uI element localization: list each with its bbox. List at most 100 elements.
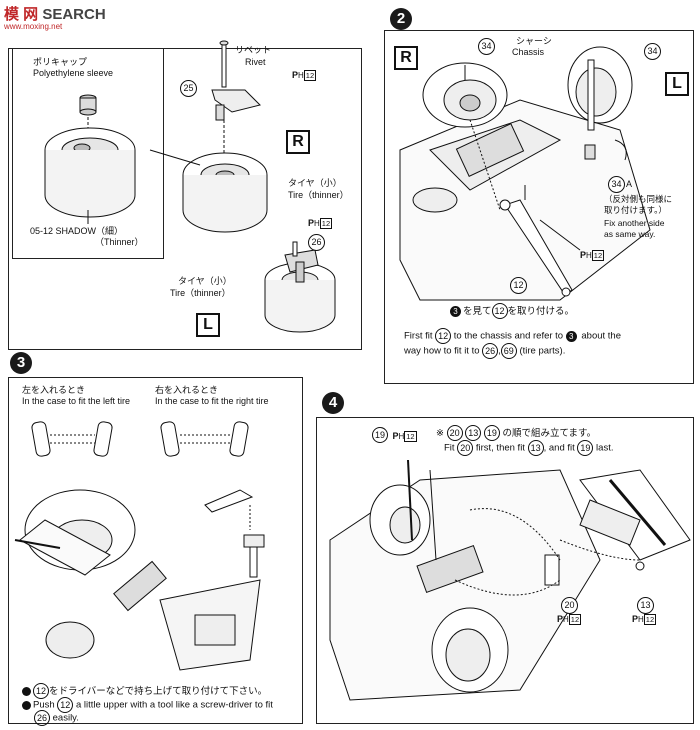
- ph-letter: P: [632, 614, 639, 624]
- part-34-marker-b: 34: [644, 43, 661, 60]
- side-marker-r-2: R: [394, 46, 418, 70]
- polycap-label-jp: ポリキャップ: [33, 57, 88, 67]
- bullet-dot-2: [22, 700, 31, 710]
- logo-text-cn: 模 网: [4, 6, 39, 23]
- ph-num: 12: [568, 614, 582, 625]
- part-12-inline-4: 12: [57, 697, 74, 713]
- instruction-en-line1: First fit 12 to the chassis and refer to…: [404, 328, 621, 344]
- part-34-marker-c: 34: [608, 176, 625, 193]
- chassis-label-en: Chassis: [512, 47, 545, 57]
- step-number-4: 4: [322, 392, 344, 414]
- part-12-marker: 12: [510, 277, 527, 294]
- right-case-jp: 右を入れるとき: [155, 385, 219, 395]
- part-13-marker: 13: [637, 597, 654, 614]
- en-a: Fit: [444, 442, 455, 454]
- side-marker-l: L: [196, 313, 220, 337]
- site-url: www.moxing.net: [4, 22, 63, 31]
- part-12-inline-2: 12: [435, 328, 452, 344]
- jp-instr-b: を取り付ける。: [507, 306, 575, 317]
- part-25-marker: 25: [180, 80, 197, 97]
- left-case-jp: 左を入れるとき: [22, 385, 86, 395]
- chassis-label-jp: シャーシ: [516, 36, 552, 46]
- panel3-note-en: Push 12 a little upper with a tool like …: [22, 697, 273, 713]
- en-d: last.: [596, 442, 614, 454]
- en-instr-2b: ,: [498, 345, 501, 357]
- part-26-inline: 26: [482, 343, 499, 359]
- part-19-inline-2: 19: [577, 440, 594, 456]
- step-number-3: 3: [10, 352, 32, 374]
- part-12-inline-3: 12: [33, 683, 49, 700]
- jp-instr-a: を見て: [463, 306, 492, 317]
- ph-num: 12: [319, 218, 333, 229]
- note-en-b: a little upper with a tool like a screw-…: [75, 699, 273, 711]
- tire-thinner-label: Tire（thinner）: [288, 190, 349, 200]
- ph-h: H: [638, 615, 644, 624]
- ph-h: H: [298, 71, 304, 80]
- jp-order-text: の順で組み立てます。: [502, 428, 597, 439]
- note-jp-line2: 取り付けます。）: [604, 205, 667, 215]
- part-34-marker-a: 34: [478, 38, 495, 55]
- tire-small-label-jp: タイヤ（小）: [288, 178, 342, 188]
- side-marker-l-2: L: [665, 72, 689, 96]
- ph-num: 12: [643, 614, 657, 625]
- ph-letter: P: [392, 431, 399, 441]
- panel4-order-en: Fit 20 first, then fit 13, and fit 19 la…: [444, 440, 613, 456]
- note-jp-text: をドライバーなどで持ち上げて取り付けて下さい。: [49, 686, 268, 697]
- shadow-label: 05-12 SHADOW（細）: [30, 226, 124, 236]
- tire-thinner-label-2: Tire（thinner）: [170, 288, 231, 298]
- ph-letter: P: [308, 218, 315, 228]
- bullet-dot: [22, 686, 31, 696]
- rivet-label-jp: リベット: [235, 45, 272, 55]
- ph-h: H: [398, 432, 405, 441]
- part-20-inline: 20: [446, 425, 463, 442]
- en-c: , and fit: [543, 442, 575, 454]
- note-mark: ※: [436, 428, 444, 439]
- note-jp-line1: （反対側も同様に: [604, 194, 673, 204]
- left-case-en: In the case to fit the left tire: [22, 396, 131, 406]
- panel3-note-en-2: 26 easily.: [34, 710, 79, 726]
- ph-letter: P: [580, 250, 587, 260]
- part-13-inline: 13: [465, 425, 482, 442]
- part-26-marker: 26: [308, 234, 325, 251]
- part-19-marker: 19: [372, 426, 388, 443]
- part-34-a-label: A: [626, 179, 633, 189]
- ph-num: 12: [591, 250, 605, 261]
- ph-num: 12: [303, 70, 317, 81]
- note-en-line2: as same way.: [604, 229, 656, 239]
- ph-h: H: [563, 615, 569, 624]
- part-20-inline-2: 20: [457, 440, 474, 456]
- part-26-inline-3: 26: [34, 710, 50, 726]
- en-instr-2a: way how to fit it to: [404, 345, 480, 357]
- step-number-2: 2: [390, 8, 412, 30]
- en-instr-1b: to the chassis and refer to: [453, 330, 564, 342]
- logo-text-en: SEARCH: [42, 6, 106, 23]
- shadow-thinner-label: （Thinner）: [95, 237, 144, 247]
- step3-ref-badge: 3: [450, 305, 461, 317]
- part-19-inline: 19: [483, 425, 500, 442]
- note-en-line1: Fix another side: [604, 218, 665, 228]
- tire-small-label-jp-2: タイヤ（小）: [178, 276, 232, 286]
- en-instr-2c: (tire parts).: [519, 345, 566, 357]
- part-12-inline: 12: [491, 303, 508, 320]
- right-case-en: In the case to fit the right tire: [155, 396, 269, 406]
- ph-h: H: [314, 219, 320, 228]
- part-13-inline-2: 13: [527, 440, 544, 456]
- side-marker-r: R: [286, 130, 310, 154]
- part-20-marker: 20: [561, 597, 578, 614]
- ph-letter: P: [292, 70, 299, 80]
- polycap-inset-box: [12, 48, 164, 259]
- ph-h: H: [586, 251, 592, 260]
- rivet-label-en: Rivet: [245, 57, 266, 67]
